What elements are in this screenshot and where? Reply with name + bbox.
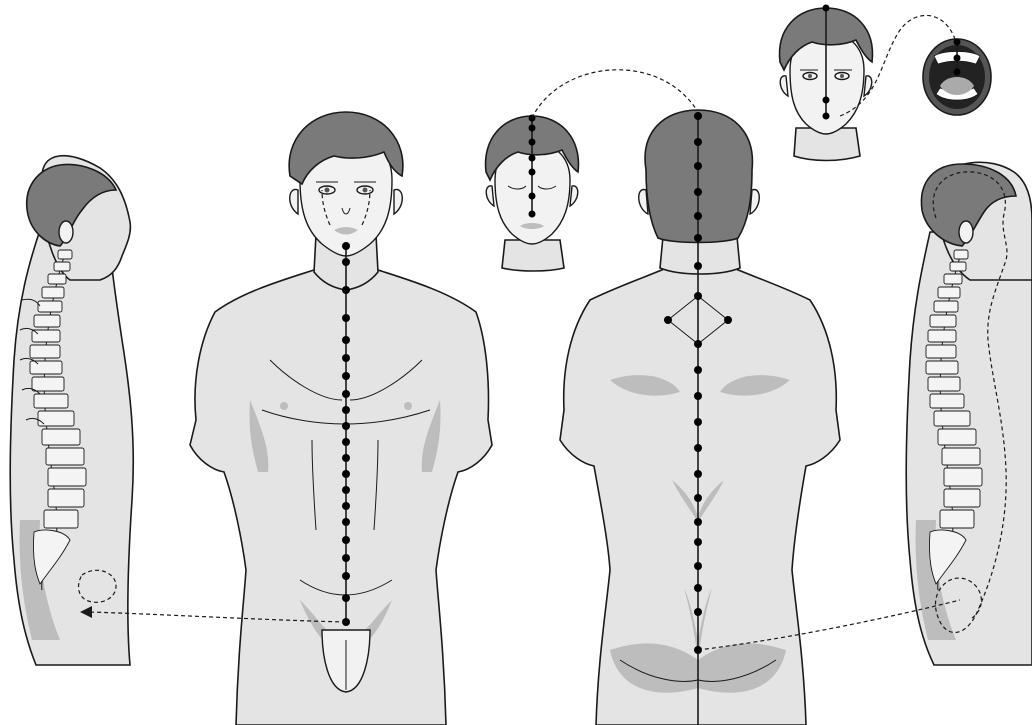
right-side-spine-figure: [906, 162, 1032, 665]
front-torso-figure: [190, 112, 492, 725]
open-mouth-inset: [923, 39, 991, 116]
left-side-spine-figure: [10, 156, 133, 665]
back-figure: [560, 110, 840, 725]
connector-arrows: [80, 600, 960, 653]
